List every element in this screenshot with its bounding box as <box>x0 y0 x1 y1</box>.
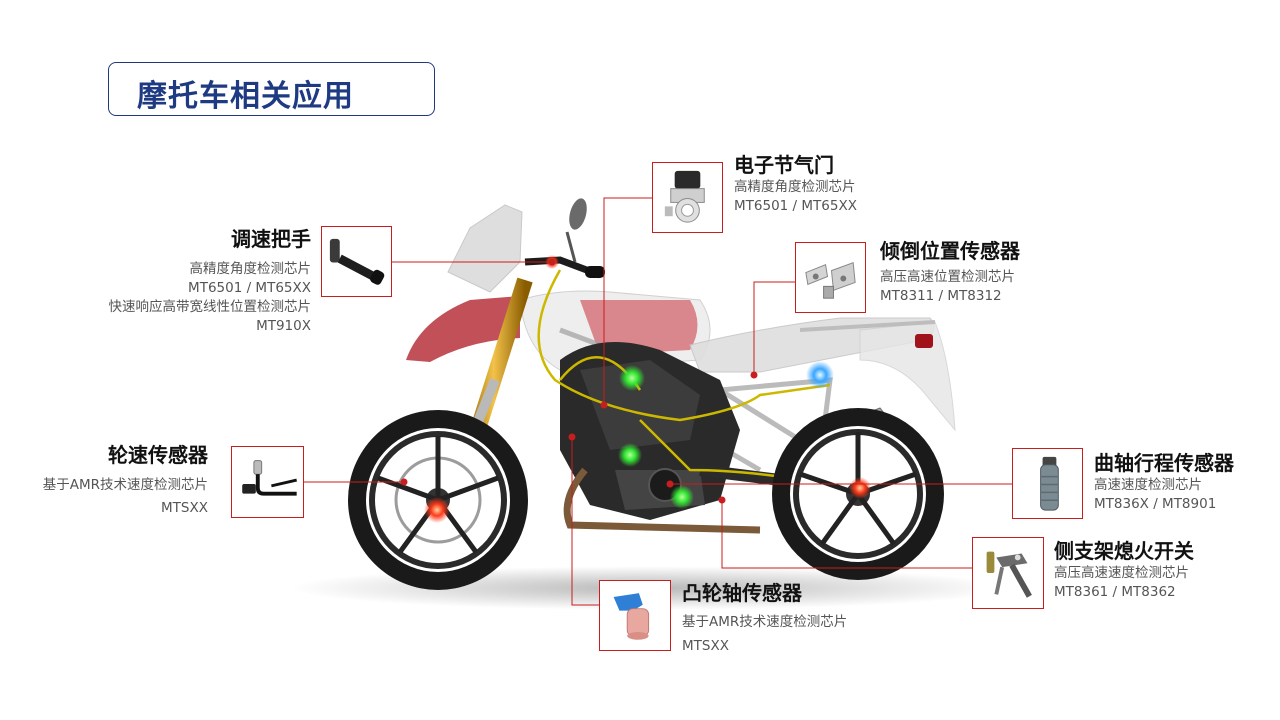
front-fairing <box>406 296 520 362</box>
callout-chip: MT6501 / MT65XX <box>188 280 311 296</box>
throttle-thumb <box>652 162 723 233</box>
callout-name: 倾倒位置传感器 <box>880 239 1020 263</box>
stand-thumb <box>972 537 1044 609</box>
mirror <box>569 198 587 230</box>
callout-desc: 高精度角度检测芯片 <box>189 261 312 277</box>
dot-throttle <box>600 401 608 409</box>
page-title: 摩托车相关应用 <box>137 79 354 114</box>
grip-thumb <box>321 226 392 297</box>
glow-tilt <box>806 361 834 389</box>
callout-crank: 曲轴行程传感器 高速速度检测芯片 MT836X / MT8901 <box>1094 450 1234 514</box>
wheel-speed-sensor-icon <box>242 460 297 496</box>
tail-fairing <box>859 321 956 432</box>
crank-sensor-icon <box>1040 456 1059 511</box>
wheel-thumb <box>231 446 304 518</box>
leader-stand <box>721 500 972 569</box>
callout-name: 侧支架熄火开关 <box>1054 539 1194 563</box>
callout-chip: MT910X <box>256 318 311 334</box>
leader-tilt <box>753 281 795 375</box>
dot-tilt <box>750 371 758 379</box>
callout-desc: 基于AMR技术速度检测芯片 <box>42 477 208 493</box>
callout-desc: 快速响应高带宽线性位置检测芯片 <box>108 299 312 315</box>
side-stand-switch-icon <box>986 551 1032 598</box>
callout-chip: MT6501 / MT65XX <box>734 198 857 214</box>
callout-name: 调速把手 <box>231 227 311 251</box>
glow-front-wheel <box>424 497 450 523</box>
callout-chip: MTSXX <box>682 638 729 654</box>
callout-stand: 侧支架熄火开关 高压高速速度检测芯片 MT8361 / MT8362 <box>1054 538 1194 602</box>
dot-crank <box>666 480 674 488</box>
dot-cam <box>568 433 576 441</box>
callout-throttle: 电子节气门 高精度角度检测芯片 MT6501 / MT65XX <box>734 152 857 216</box>
callout-desc: 高速速度检测芯片 <box>1094 477 1202 493</box>
cam-thumb <box>599 580 671 651</box>
cam-sensor-icon <box>613 593 650 640</box>
callout-name: 曲轴行程传感器 <box>1094 451 1234 475</box>
glow-rear-wheel <box>849 477 871 499</box>
callout-desc: 基于AMR技术速度检测芯片 <box>682 614 848 630</box>
tank-red <box>580 300 698 355</box>
callout-name: 电子节气门 <box>734 153 834 177</box>
tilt-thumb <box>795 242 866 313</box>
tilt-sensor-icon <box>805 262 856 299</box>
glow-engine-2 <box>618 443 642 467</box>
callout-cam: 凸轮轴传感器 基于AMR技术速度检测芯片 MTSXX <box>682 580 847 658</box>
callout-desc: 高压高速速度检测芯片 <box>1054 565 1189 581</box>
callout-desc: 高压高速位置检测芯片 <box>880 269 1015 285</box>
callout-grip: 调速把手 高精度角度检测芯片 MT6501 / MT65XX 快速响应高带宽线性… <box>109 226 312 336</box>
dot-stand <box>718 496 726 504</box>
callout-chip: MTSXX <box>161 500 208 516</box>
callout-chip: MT8361 / MT8362 <box>1054 584 1176 600</box>
dot-wheel <box>400 478 408 486</box>
callout-chip: MT8311 / MT8312 <box>880 288 1002 304</box>
dot-grip <box>548 258 556 266</box>
glow-engine-1 <box>619 365 645 391</box>
glow-engine-3 <box>670 485 694 509</box>
page-title-box: 摩托车相关应用 <box>108 62 435 116</box>
callout-name: 凸轮轴传感器 <box>682 581 802 605</box>
callout-tilt: 倾倒位置传感器 高压高速位置检测芯片 MT8311 / MT8312 <box>880 238 1020 306</box>
callout-chip: MT836X / MT8901 <box>1094 496 1217 512</box>
tail-light <box>915 334 933 348</box>
callout-wheel: 轮速传感器 基于AMR技术速度检测芯片 MTSXX <box>43 442 208 520</box>
windscreen <box>447 204 523 293</box>
leader-throttle <box>603 197 652 405</box>
callout-desc: 高精度角度检测芯片 <box>734 179 856 195</box>
crank-thumb <box>1012 448 1083 519</box>
throttle-body-icon <box>664 170 705 223</box>
callout-name: 轮速传感器 <box>108 443 208 467</box>
throttle-grip-icon <box>329 238 385 285</box>
